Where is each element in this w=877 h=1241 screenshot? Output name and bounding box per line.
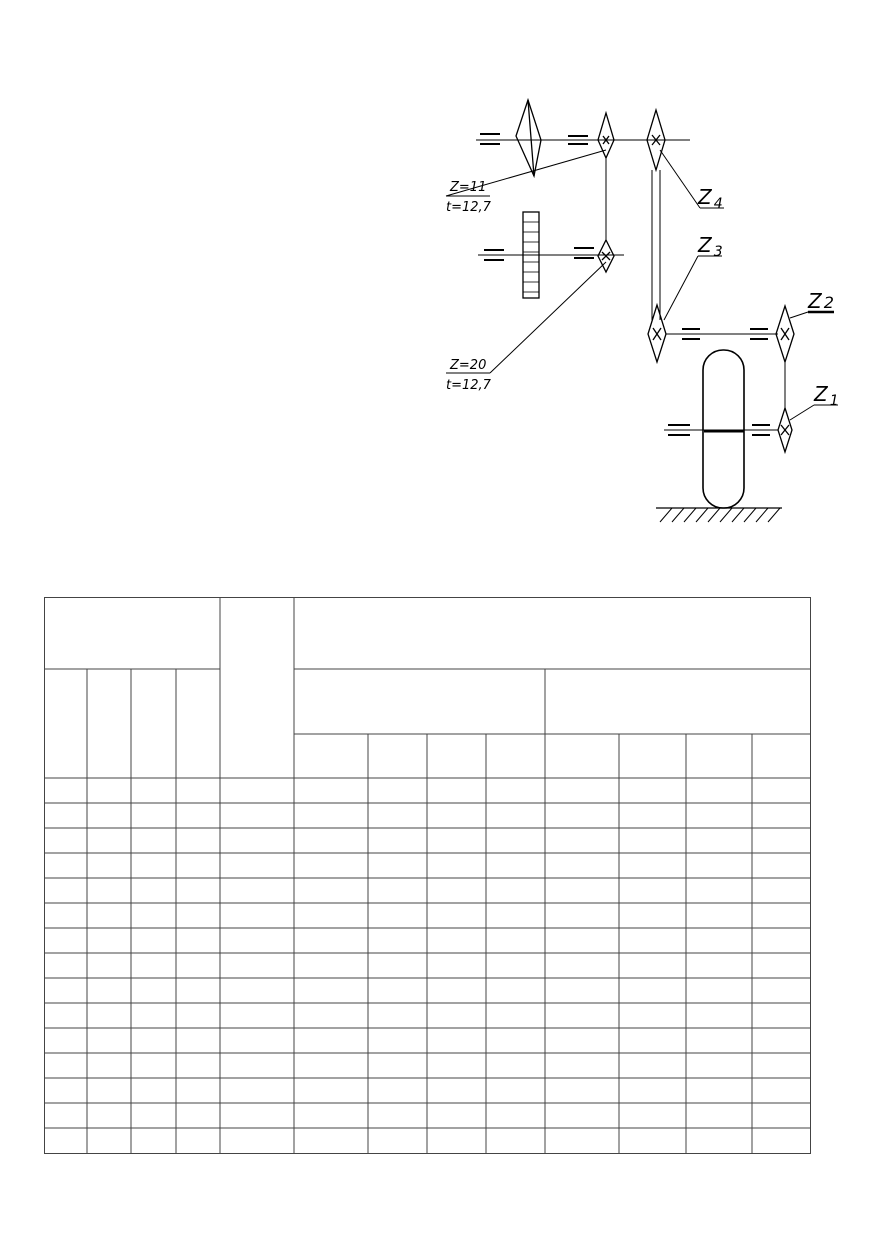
kinematic-diagram: Z=11 t=12,7 Z=20 t=12,7 Z4 Z3 Z2 Z1 [445,97,839,523]
data-table [44,597,811,1154]
sprocket-z4 [646,107,666,173]
label-sprocket-large-t: t=12,7 [446,378,492,393]
sprocket-z1 [777,405,793,455]
label-sprocket-large-z: Z=20 [449,358,486,373]
sprocket-z3 [647,302,667,365]
middle-drum [522,211,540,299]
table-grid [44,597,811,1154]
drive-wheel [702,349,745,509]
sprocket-z20 [597,238,615,274]
label-sprocket-small-t: t=12,7 [446,200,492,215]
label-sprocket-small-z: Z=11 [449,180,486,195]
